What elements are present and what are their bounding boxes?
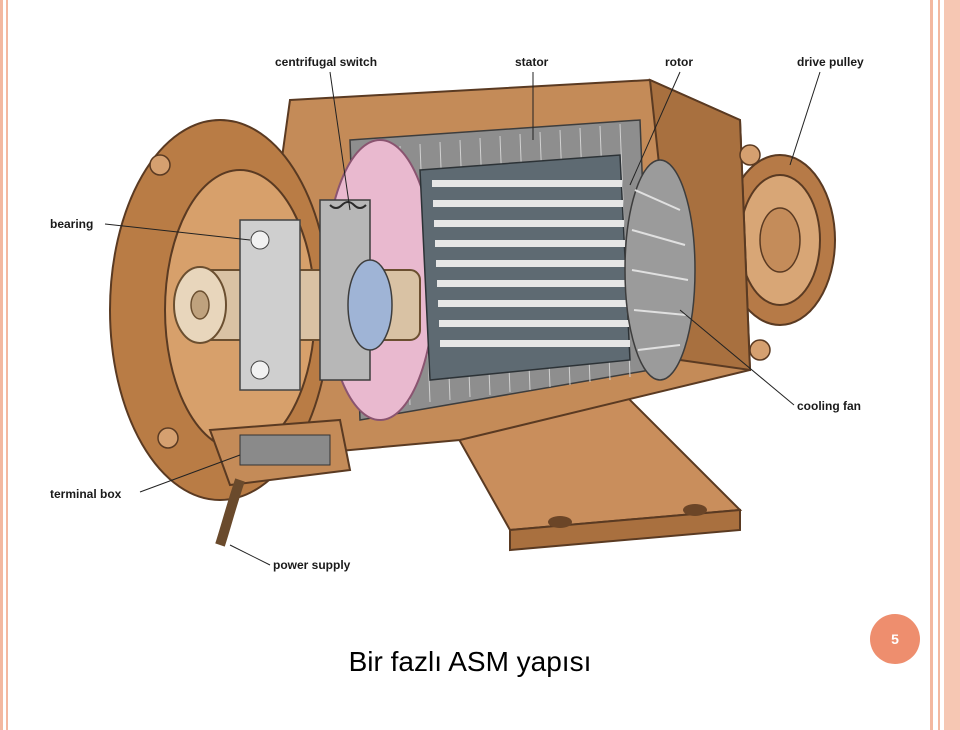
housing-bolts [149,144,771,449]
right-border-decoration [930,0,960,730]
terminal-box [208,418,352,487]
svg-text:cooling fan: cooling fan [797,399,861,413]
label-power-supply: power supply [229,544,351,572]
svg-text:terminal box: terminal box [50,487,122,501]
label-bearing: bearing [50,217,251,241]
label-cooling-fan: cooling fan [679,309,861,413]
label-stator: stator [515,55,549,140]
svg-text:stator: stator [515,55,549,69]
page-number-badge: 5 [870,614,920,664]
label-terminal-box: terminal box [50,454,241,501]
slide-caption: Bir fazlı ASM yapısı [348,646,592,677]
cooling-fan [624,159,696,381]
centrifugal-switch [319,199,393,381]
power-supply-cable [215,478,245,547]
svg-text:centrifugal switch: centrifugal switch [275,55,377,69]
motor-cutaway-diagram: centrifugal switch stator rotor drive pu… [50,55,864,572]
label-rotor: rotor [629,55,693,186]
rotor [419,154,631,381]
label-centrifugal-switch: centrifugal switch [275,55,377,211]
label-drive-pulley: drive pulley [789,55,864,166]
bearing [239,219,301,391]
svg-text:rotor: rotor [665,55,693,69]
svg-text:drive pulley: drive pulley [797,55,864,69]
left-border-decoration [0,0,8,730]
svg-text:power supply: power supply [273,558,351,572]
svg-text:bearing: bearing [50,217,93,231]
